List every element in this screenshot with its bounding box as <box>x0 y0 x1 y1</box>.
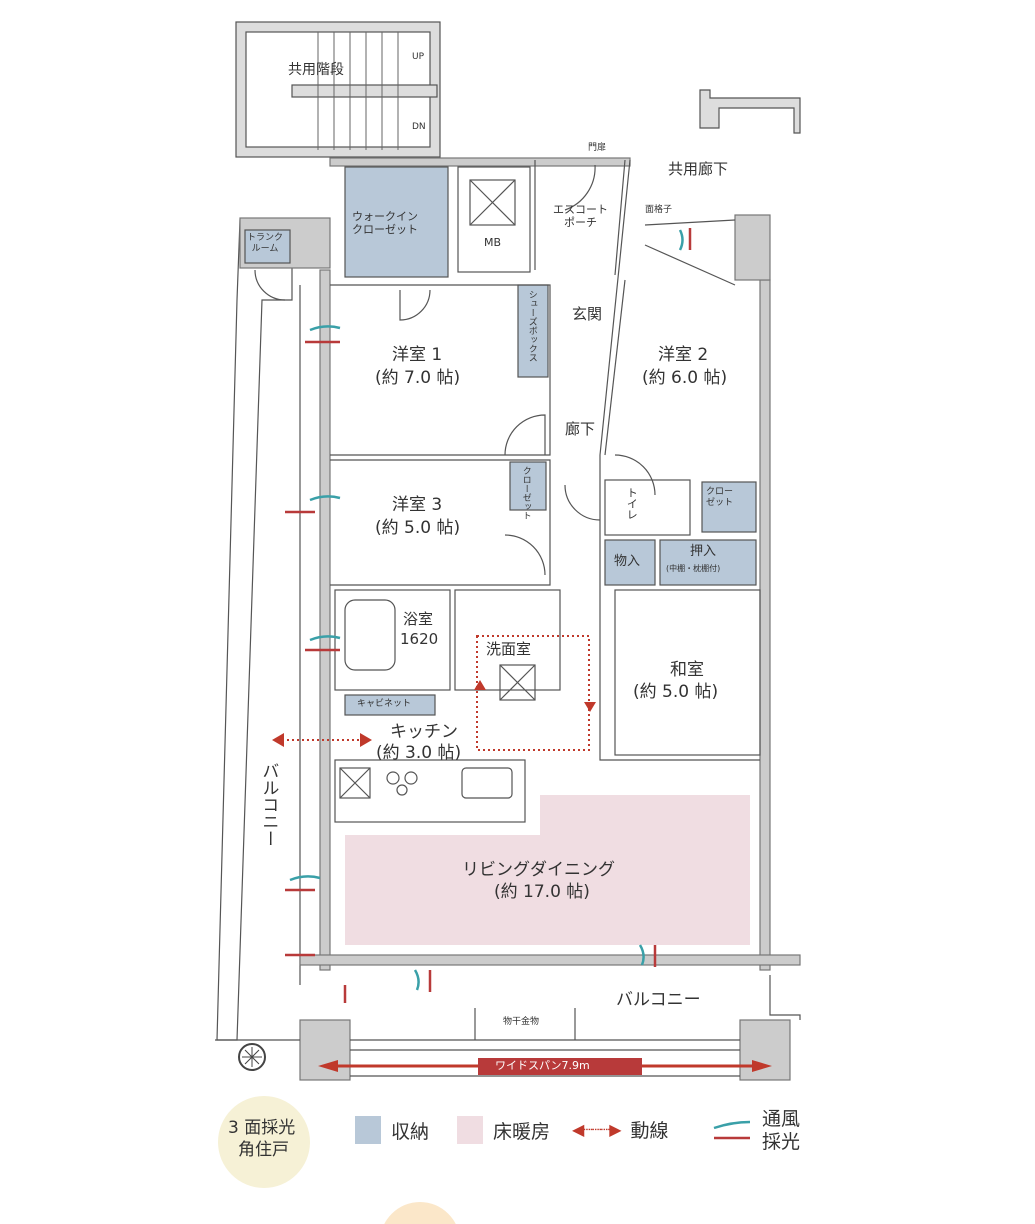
legend-lighting-label: 採光 <box>762 1130 801 1153</box>
legend-storage: 収納 <box>355 1116 429 1144</box>
label-room2-size: (約 6.0 帖) <box>642 368 728 388</box>
label-drying-hardware: 物干金物 <box>503 1017 540 1027</box>
label-trunk-room: トランク ルーム <box>247 233 284 254</box>
legend-storage-swatch <box>355 1116 381 1144</box>
label-up: UP <box>412 52 425 62</box>
floor-heating-area <box>345 795 750 945</box>
label-walkin-closet: ウォークイン クローゼット <box>352 210 418 237</box>
flow-arrow-icon: ◀┈┈┈▶ <box>572 1120 622 1139</box>
label-bath: 浴室 <box>403 610 434 628</box>
walkin-closet-area <box>344 166 449 278</box>
ventilation-lighting-marks <box>285 228 692 1003</box>
label-dn: DN <box>412 122 426 132</box>
label-japanese-room-size: (約 5.0 帖) <box>633 682 719 702</box>
label-entrance: 玄関 <box>572 305 603 323</box>
label-mb: MB <box>484 236 502 249</box>
badge-circle <box>218 1096 310 1188</box>
label-room3-size: (約 5.0 帖) <box>375 518 461 538</box>
legend-floor-heating-label: 床暖房 <box>493 1120 551 1143</box>
label-hallway: 廊下 <box>565 420 596 438</box>
label-wide-span: ワイドスパン7.9m <box>495 1059 590 1072</box>
label-closet: クロー ゼット <box>706 487 734 508</box>
label-room2: 洋室 2 <box>658 345 709 365</box>
compass-icon <box>238 1043 266 1071</box>
legend-flow: ◀┈┈┈▶ 動線 <box>572 1116 669 1143</box>
label-shoebox: シューズボックス <box>526 290 537 362</box>
label-porch: エスコート ポーチ <box>553 203 608 230</box>
badge-line1: 3 面採光 <box>228 1118 296 1138</box>
label-balcony-bottom: バルコニー <box>616 990 701 1010</box>
label-cabinet: キャビネット <box>357 699 412 709</box>
legend-floor-heating-swatch <box>457 1116 483 1144</box>
label-room1-size: (約 7.0 帖) <box>375 368 461 388</box>
label-room1: 洋室 1 <box>392 345 443 365</box>
label-japanese-room: 和室 <box>670 660 704 680</box>
label-kitchen-size: (約 3.0 帖) <box>376 743 462 763</box>
label-stairs: 共用階段 <box>288 62 344 78</box>
badge-line2: 角住戸 <box>238 1140 289 1160</box>
legend-vent-light: 通風 採光 <box>712 1108 800 1154</box>
label-toilet: トイレ <box>625 487 639 520</box>
label-room3: 洋室 3 <box>392 495 443 515</box>
label-balcony-left: バルコニー <box>258 762 279 847</box>
legend-flow-label: 動線 <box>630 1120 669 1142</box>
label-closet-room3: クローゼット <box>520 466 531 520</box>
label-gate: 門扉 <box>588 143 607 153</box>
flow-line-washroom <box>476 635 590 751</box>
legend-floor-heating: 床暖房 <box>457 1116 550 1144</box>
legend-storage-label: 収納 <box>391 1120 430 1143</box>
label-lattice: 面格子 <box>645 205 673 215</box>
legend-ventilation-label: 通風 <box>762 1108 801 1130</box>
label-living: リビングダイニング <box>462 860 615 880</box>
label-corridor: 共用廊下 <box>668 160 729 178</box>
label-washroom: 洗面室 <box>486 640 532 658</box>
label-living-size: (約 17.0 帖) <box>494 882 590 902</box>
label-storage: 物入 <box>614 554 641 569</box>
label-bath-size: 1620 <box>400 630 439 648</box>
label-kitchen: キッチン <box>390 722 458 742</box>
label-oshiire-note: (中棚・枕棚付) <box>666 564 721 573</box>
vent-light-icon <box>713 1120 751 1140</box>
label-oshiire: 押入 <box>690 544 717 559</box>
